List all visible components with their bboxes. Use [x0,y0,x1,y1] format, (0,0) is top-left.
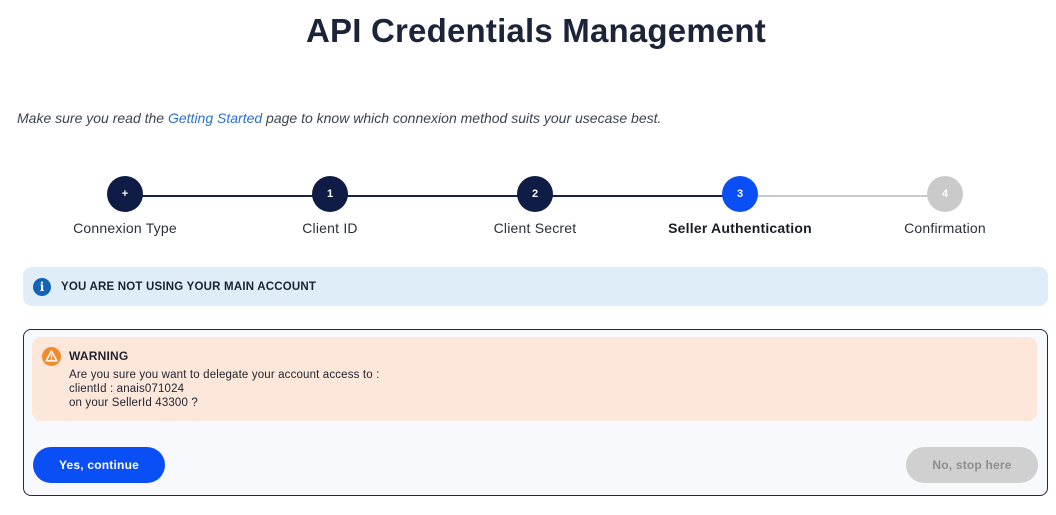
intro-suffix: page to know which connexion method suit… [262,110,662,126]
step-label: Seller Authentication [668,220,812,236]
step-seller-authentication: 3 Seller Authentication [660,176,820,236]
intro-prefix: Make sure you read the [17,110,168,126]
warning-title: WARNING [69,349,129,363]
step-label: Client ID [302,220,358,236]
step-confirmation: 4 Confirmation [865,176,1025,236]
warning-triangle-icon [42,347,61,366]
step-connexion-type[interactable]: + Connexion Type [45,176,205,236]
info-banner: i YOU ARE NOT USING YOUR MAIN ACCOUNT [23,267,1048,306]
step-marker: 4 [927,176,963,212]
step-marker: + [107,176,143,212]
info-icon: i [33,277,51,296]
yes-continue-button[interactable]: Yes, continue [33,447,165,483]
step-label: Client Secret [493,220,577,236]
stepper-line-pending [740,195,945,197]
no-stop-here-button[interactable]: No, stop here [906,447,1038,483]
step-label: Connexion Type [73,220,177,236]
warning-line: Are you sure you want to delegate your a… [69,369,380,381]
step-client-id[interactable]: 1 Client ID [250,176,410,236]
step-client-secret[interactable]: 2 Client Secret [455,176,615,236]
warning-message: Are you sure you want to delegate your a… [69,368,379,410]
step-label: Confirmation [904,220,986,236]
getting-started-link[interactable]: Getting Started [167,110,263,126]
delegation-confirm-box: WARNING Are you sure you want to delegat… [23,329,1048,496]
info-banner-text: YOU ARE NOT USING YOUR MAIN ACCOUNT [61,280,317,293]
step-marker: 3 [722,176,758,212]
intro-text: Make sure you read the Getting Started p… [17,110,661,126]
warning-line: on your SellerId 43300 ? [69,397,198,409]
warning-line: clientId : anais071024 [69,383,185,395]
warning-panel: WARNING Are you sure you want to delegat… [32,337,1037,421]
step-marker: 1 [312,176,348,212]
stepper: + Connexion Type 1 Client ID 2 Client Se… [0,176,1056,240]
page-title: API Credentials Management [306,12,766,49]
step-marker: 2 [517,176,553,212]
stepper-line-complete [125,195,740,197]
